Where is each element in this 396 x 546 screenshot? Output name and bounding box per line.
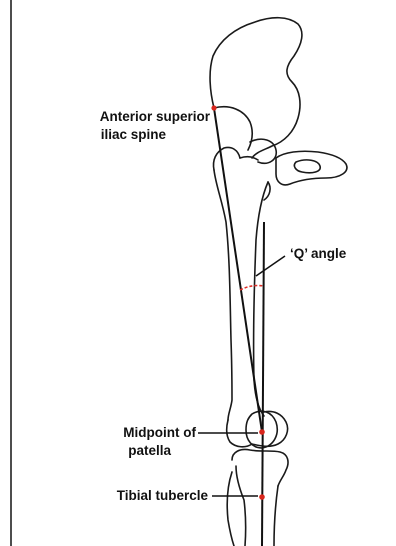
pelvis-outline	[210, 18, 302, 158]
asis-marker	[211, 105, 216, 110]
pubic-ramus-outline	[276, 151, 347, 185]
obturator-foramen	[294, 160, 320, 173]
femoral-head-outline	[250, 139, 276, 163]
tibia-lateral-border	[236, 466, 246, 546]
patella-midpoint-marker	[259, 429, 265, 435]
femoral-condyles-outline	[227, 411, 288, 446]
asis-label-line1: Anterior superior	[100, 109, 211, 124]
patella-label-line1: Midpoint of	[123, 425, 196, 440]
patella-label-line2: patella	[128, 443, 171, 458]
tibial-plateau-outline	[232, 449, 288, 486]
asis-label-line2: iliac spine	[101, 127, 167, 142]
tibial-tubercle-marker	[259, 494, 265, 500]
tibia-medial-border	[274, 486, 278, 546]
fibula-outline	[227, 472, 234, 546]
q-angle-label: ‘Q’ angle	[290, 246, 347, 261]
q-angle-leader	[256, 256, 285, 276]
femur-medial-border	[254, 182, 268, 416]
q-angle-arc	[240, 286, 264, 291]
femoral-neck-upper	[240, 157, 258, 160]
greater-trochanter-outline	[213, 147, 240, 170]
tibial-tubercle-label: Tibial tubercle	[117, 488, 209, 503]
